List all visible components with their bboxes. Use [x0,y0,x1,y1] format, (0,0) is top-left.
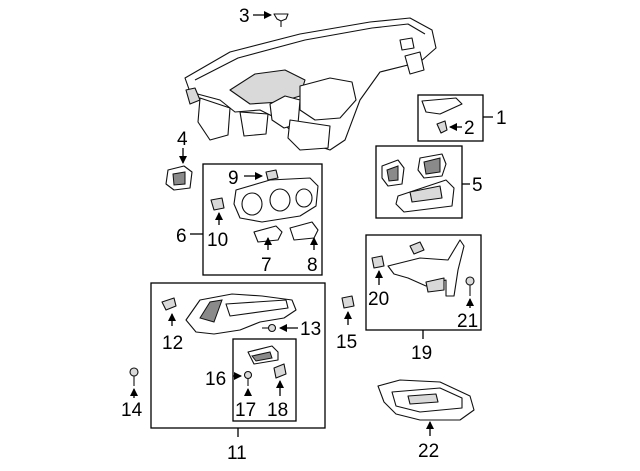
part-21-bolt [465,276,475,296]
part-4-vent [165,165,193,191]
group-box-1 [417,94,484,142]
callout-22: 22 [418,441,439,462]
callout-18: 18 [267,400,288,421]
part-9-clip [265,169,279,181]
callout-1: 1 [496,108,507,129]
callout-3: 3 [239,6,250,27]
callout-5: 5 [472,175,483,196]
callout-12: 12 [162,333,183,354]
part-12-hinge [161,297,177,311]
part-18-clip [273,363,287,379]
callout-11: 11 [227,443,247,464]
part-22-knee-bolster [377,379,475,421]
part-glove-compartment [185,293,297,335]
callout-20: 20 [368,289,389,310]
instrument-panel-drawing [184,17,437,151]
callout-9: 9 [228,168,239,189]
part-10-clip [210,197,225,211]
callout-15: 15 [336,332,357,353]
group-box-5 [375,145,463,219]
part-15-clip [341,295,355,309]
callout-8: 8 [307,255,318,276]
callout-4: 4 [177,129,188,150]
part-13-screw [262,323,277,333]
group-box-16-18 [232,338,297,422]
callout-7: 7 [261,255,272,276]
callout-6: 6 [176,226,187,247]
part-cluster-bezel [233,177,319,223]
callout-10: 10 [207,230,228,251]
callout-2: 2 [464,118,475,139]
part-2-clip [436,120,448,134]
part-20-clip [371,255,385,269]
callout-19: 19 [411,343,432,364]
part-7-bracket [253,225,283,243]
callout-16: 16 [205,369,226,390]
part-5-vent-assembly [381,153,455,213]
part-17-screw [243,370,253,386]
part-19-reinforcement [387,239,465,297]
callout-21: 21 [457,311,478,332]
part-glove-box-lock [247,345,279,365]
group-box-6 [202,163,323,276]
callout-14: 14 [121,400,143,421]
callout-13: 13 [300,319,321,340]
callout-17: 17 [235,400,256,421]
part-8-bracket [289,221,319,241]
part-1-cover [421,97,463,115]
part-14-bolt [129,367,139,386]
part-3-clip [273,13,289,27]
